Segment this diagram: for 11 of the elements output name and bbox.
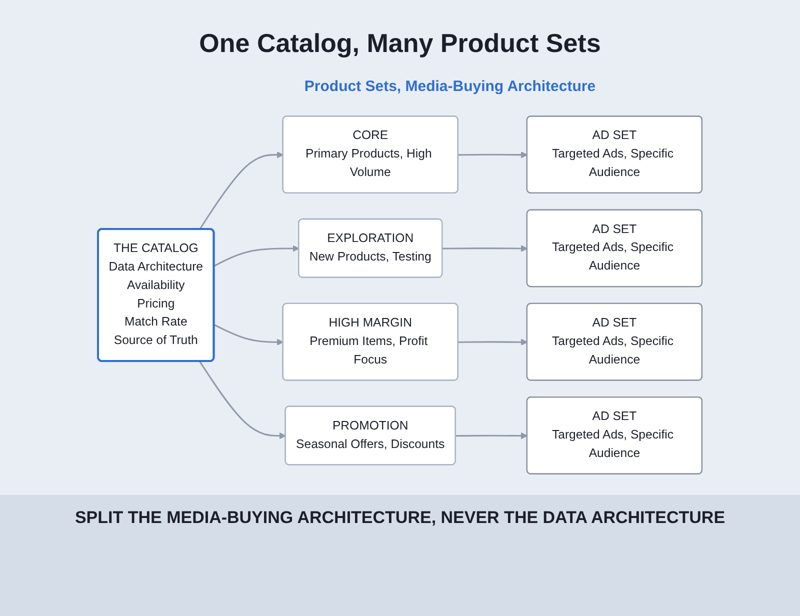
caption: SPLIT THE MEDIA-BUYING ARCHITECTURE, NEVER THE DATA ARCHITECTURE — [74, 508, 726, 528]
arrow — [458, 338, 528, 346]
group-label: Product Sets, Media-Buying Architecture — [303, 78, 597, 95]
title: One Catalog, Many Product Sets — [198, 28, 602, 59]
arrow — [214, 245, 300, 267]
arrow — [458, 151, 528, 158]
arrow — [214, 324, 284, 346]
arrow — [199, 360, 286, 440]
arrow — [442, 245, 528, 252]
arrow — [456, 432, 528, 440]
arrow — [199, 151, 284, 230]
